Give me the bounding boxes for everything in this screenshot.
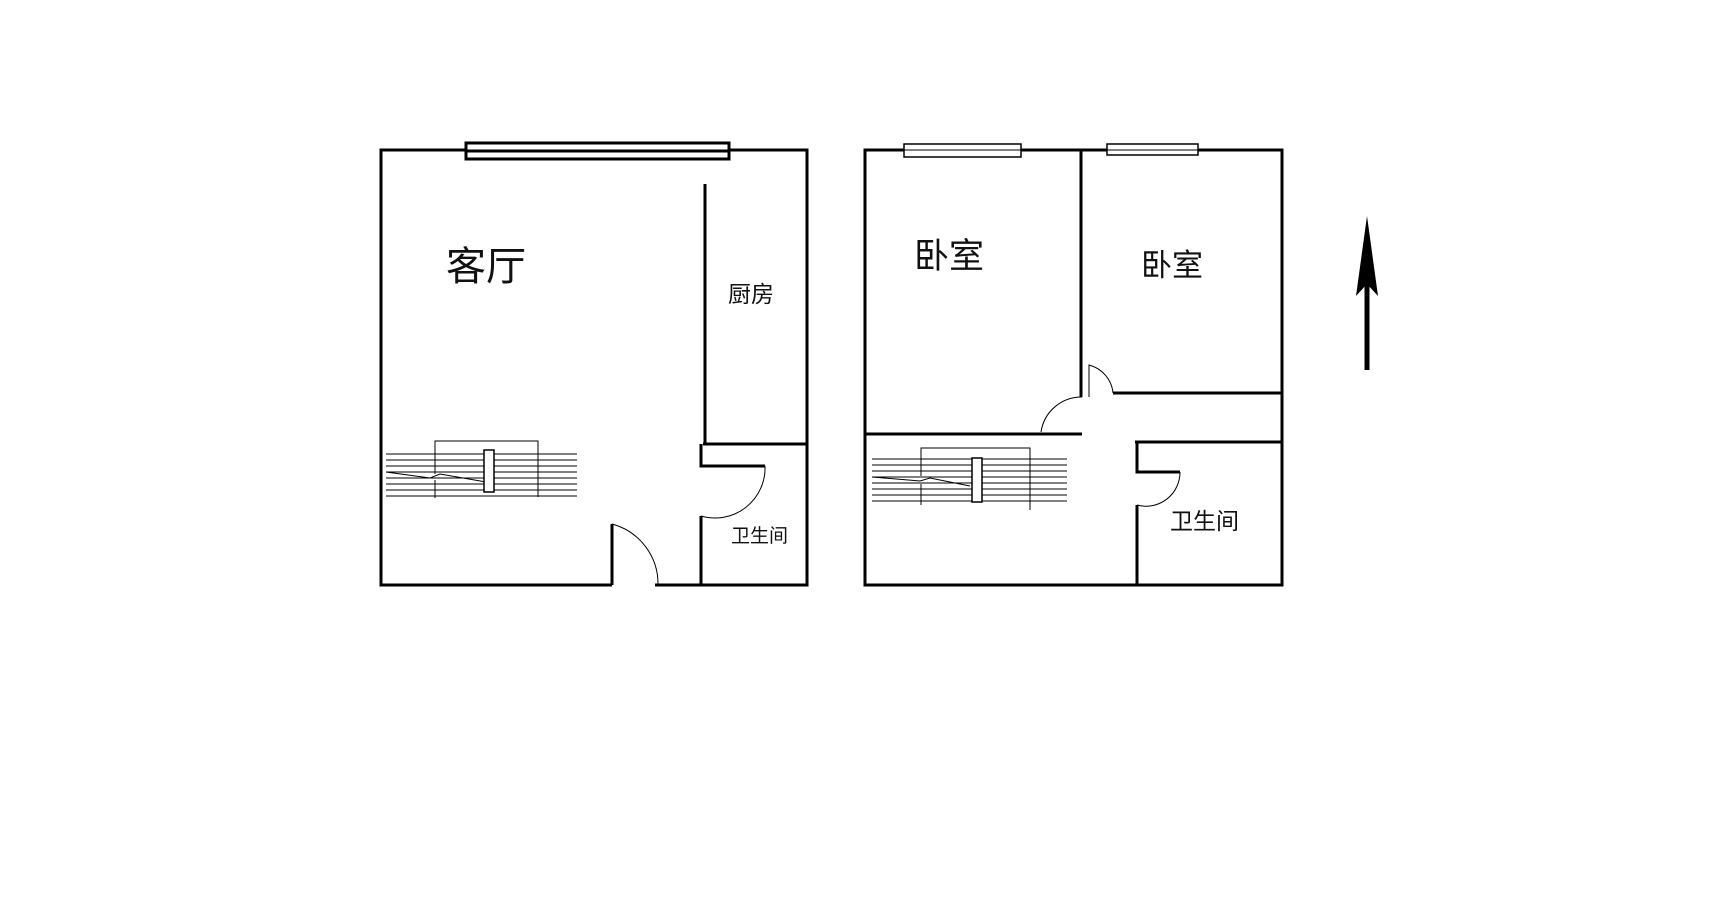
bathroom-1-label: 卫生间 <box>731 525 788 547</box>
upper-floor-plan: 卧室 卧室 卫生间 <box>863 143 1284 587</box>
entrance-door-arc <box>611 523 659 586</box>
bath-2-door-arc <box>1136 471 1181 507</box>
bath-wall <box>699 444 765 585</box>
bath-door-arc <box>700 465 766 519</box>
bedroom-1-door-arc <box>1040 396 1083 433</box>
outer-walls <box>863 148 1284 587</box>
bedroom-2-label: 卧室 <box>1141 248 1203 284</box>
north-arrow-icon <box>1356 216 1378 370</box>
living-room-label: 客厅 <box>446 244 526 290</box>
kitchen-label: 厨房 <box>728 282 774 308</box>
bedroom-1-label: 卧室 <box>914 237 984 277</box>
window-living-room <box>464 141 731 161</box>
bathroom-2-label: 卫生间 <box>1170 509 1239 535</box>
outer-walls <box>379 148 809 587</box>
lower-floor-plan: 客厅 厨房 卫生间 <box>379 141 809 587</box>
staircase-lower <box>385 440 577 498</box>
bedroom-2-door-arc <box>1088 364 1114 397</box>
bath-2-left-wall <box>1135 442 1180 585</box>
staircase-upper <box>871 447 1067 510</box>
